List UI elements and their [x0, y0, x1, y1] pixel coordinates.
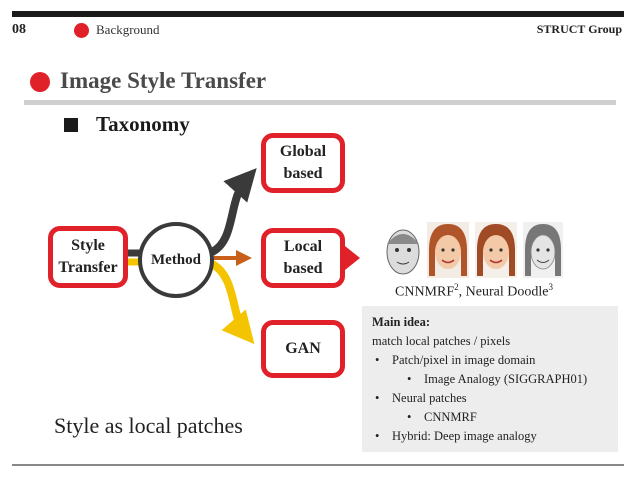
section-label: Background [96, 22, 160, 37]
bottom-rule [12, 464, 624, 466]
portrait-photo-2 [475, 222, 517, 278]
arrow-to-gan [209, 260, 255, 345]
panel-item: Patch/pixel in image domain [372, 351, 608, 370]
top-rule [12, 11, 624, 17]
example-portraits [386, 222, 563, 278]
node-local-based: Local based [261, 228, 345, 288]
arrow-to-examples [345, 246, 360, 270]
square-bullet-icon [64, 118, 78, 132]
panel-subitem: CNNMRF [372, 408, 608, 427]
section-dot-icon [74, 23, 89, 38]
slide-subtitle: Taxonomy [96, 112, 190, 136]
node-gan: GAN [261, 320, 345, 378]
panel-heading: Main idea: [372, 315, 430, 329]
slide-title: Image Style Transfer [60, 68, 267, 93]
main-idea-panel: Main idea: match local patches / pixels … [362, 306, 618, 452]
portrait-sketch-2 [523, 222, 563, 278]
examples-caption: CNNMRF2, Neural Doodle3 [395, 282, 553, 300]
title-dot-icon [30, 72, 50, 92]
panel-line: match local patches / pixels [372, 334, 511, 348]
panel-item: Neural patches [372, 389, 608, 408]
panel-subitem: Image Analogy (SIGGRAPH01) [372, 370, 608, 389]
node-style-transfer: Style Transfer [48, 226, 128, 288]
node-method: Method [138, 222, 214, 298]
node-global-based: Global based [261, 133, 345, 193]
page-number: 08 [12, 22, 26, 37]
group-label: STRUCT Group [536, 22, 622, 36]
portrait-photo-1 [427, 222, 469, 278]
bottom-note: Style as local patches [54, 413, 243, 438]
portrait-sketch-1 [386, 229, 420, 275]
arrow-to-global [209, 168, 257, 256]
title-underline [24, 100, 616, 105]
panel-item: Hybrid: Deep image analogy [372, 427, 608, 446]
